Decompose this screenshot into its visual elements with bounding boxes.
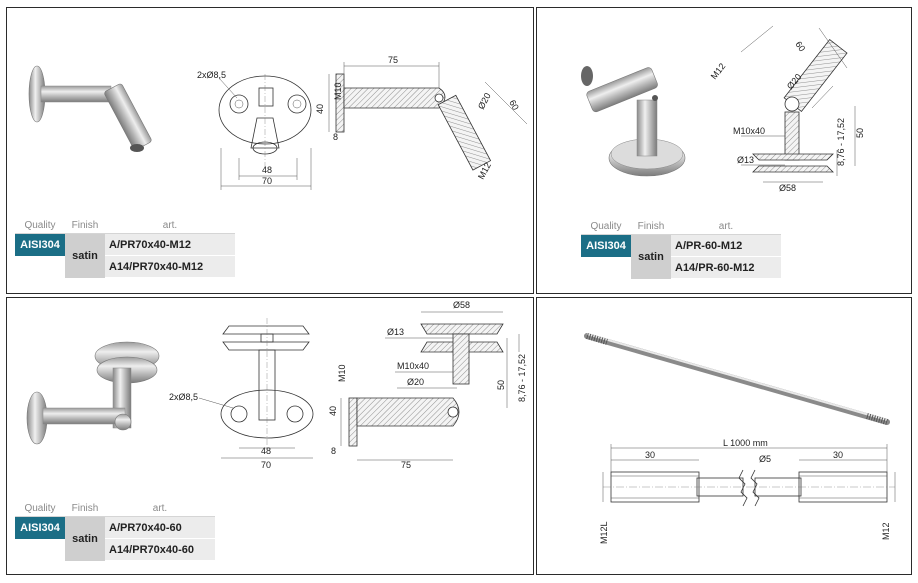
front-view-drawing: 2xØ8,5 48 70 xyxy=(169,318,314,470)
dim-offset: 8 xyxy=(331,446,336,456)
article-code: A14/PR70x40-M12 xyxy=(105,255,235,278)
finish-cell: satin xyxy=(631,234,671,279)
dim-thread: M10 xyxy=(337,364,347,382)
dim-tube-length: 60 xyxy=(507,98,521,112)
article-code: A14/PR70x40-60 xyxy=(105,538,215,561)
product-photo xyxy=(581,66,686,177)
dim-offset: 8 xyxy=(333,132,338,142)
dim-disc-dia: Ø58 xyxy=(453,300,470,310)
dim-bolt: M10x40 xyxy=(397,361,429,371)
header-finish: Finish xyxy=(65,217,105,234)
dim-height: 50 xyxy=(855,128,865,138)
product-table: Quality Finish art. AISI304 satin A/PR70… xyxy=(15,500,215,561)
dim-tube-dia: Ø20 xyxy=(407,377,424,387)
dim-thread-right: M12 xyxy=(881,522,891,540)
dim-height: 40 xyxy=(315,104,325,114)
dim-length: 60 xyxy=(793,39,807,53)
section-drawing: M12 60 Ø20 M10x40 Ø13 Ø58 8,76 - 17,52 5… xyxy=(709,25,865,193)
article-code: A14/PR-60-M12 xyxy=(671,256,781,279)
dim-glass: 8,76 - 17,52 xyxy=(517,354,527,402)
quality-badge: AISI304 xyxy=(581,234,631,257)
dim-bolt: M10x40 xyxy=(733,126,765,136)
dim-inner-dia: Ø13 xyxy=(387,327,404,337)
dim-glass: 8,76 - 17,52 xyxy=(836,118,846,166)
dim-thread: M10 xyxy=(333,82,343,100)
article-code: A/PR70x40-60 xyxy=(105,516,215,539)
quality-badge: AISI304 xyxy=(15,233,65,256)
finish-cell: satin xyxy=(65,233,105,278)
dim-thread: M12 xyxy=(709,61,728,81)
product-panel-a-pr70x40-m12: 2xØ8,5 48 70 75 40 M10 8 Ø20 60 M12 xyxy=(6,7,534,294)
product-table: Quality Finish art. AISI304 satin A/PR-6… xyxy=(581,218,781,279)
dim-dia: Ø5 xyxy=(759,454,771,464)
dim-holes: 2xØ8,5 xyxy=(169,392,198,402)
header-art: art. xyxy=(105,500,215,517)
dim-thread-left: M12L xyxy=(599,521,609,544)
header-finish: Finish xyxy=(631,218,671,235)
quality-badge: AISI304 xyxy=(15,516,65,539)
dim-plate-height: 40 xyxy=(328,406,338,416)
front-view-drawing: 2xØ8,5 48 70 xyxy=(197,70,312,190)
dim-height: 50 xyxy=(496,380,506,390)
header-art: art. xyxy=(105,217,235,234)
dim-inner-dia: Ø13 xyxy=(737,155,754,165)
side-section-drawing: 75 40 M10 8 Ø20 60 M12 xyxy=(315,55,528,181)
dim-outer-width: 70 xyxy=(261,460,271,470)
product-photo xyxy=(26,341,160,445)
product-table: Quality Finish art. AISI304 satin A/PR70… xyxy=(15,217,235,278)
header-quality: Quality xyxy=(15,500,65,517)
dim-end-left: 30 xyxy=(645,450,655,460)
article-code: A/PR70x40-M12 xyxy=(105,233,235,256)
dim-length: L 1000 mm xyxy=(723,438,768,448)
product-photo xyxy=(584,333,890,425)
finish-cell: satin xyxy=(65,516,105,561)
header-art: art. xyxy=(671,218,781,235)
dim-tube-dia: Ø20 xyxy=(476,91,493,111)
header-finish: Finish xyxy=(65,500,105,517)
dim-inner-width: 48 xyxy=(262,165,272,175)
header-quality: Quality xyxy=(15,217,65,234)
dim-arm-length: 75 xyxy=(401,460,411,470)
dim-inner-width: 48 xyxy=(261,446,271,456)
side-section-drawing: Ø58 Ø13 M10x40 Ø20 50 8,76 - 17,52 M10 4… xyxy=(328,300,527,470)
product-panel-threaded-rod: L 1000 mm 30 30 Ø5 M12L M12 xyxy=(536,297,912,575)
dim-outer-width: 70 xyxy=(262,176,272,186)
dim-end-right: 30 xyxy=(833,450,843,460)
header-quality: Quality xyxy=(581,218,631,235)
product-panel-a-pr-60-m12: M12 60 Ø20 M10x40 Ø13 Ø58 8,76 - 17,52 5… xyxy=(536,7,912,294)
product-panel-a-pr70x40-60: 2xØ8,5 48 70 Ø58 Ø13 M10x40 Ø20 50 8 xyxy=(6,297,534,575)
dim-holes: 2xØ8,5 xyxy=(197,70,226,80)
product-photo xyxy=(28,65,152,152)
dim-disc-dia: Ø58 xyxy=(779,183,796,193)
article-code: A/PR-60-M12 xyxy=(671,234,781,257)
rod-drawing: L 1000 mm 30 30 Ø5 M12L M12 xyxy=(599,438,896,544)
dim-arm-length: 75 xyxy=(388,55,398,65)
